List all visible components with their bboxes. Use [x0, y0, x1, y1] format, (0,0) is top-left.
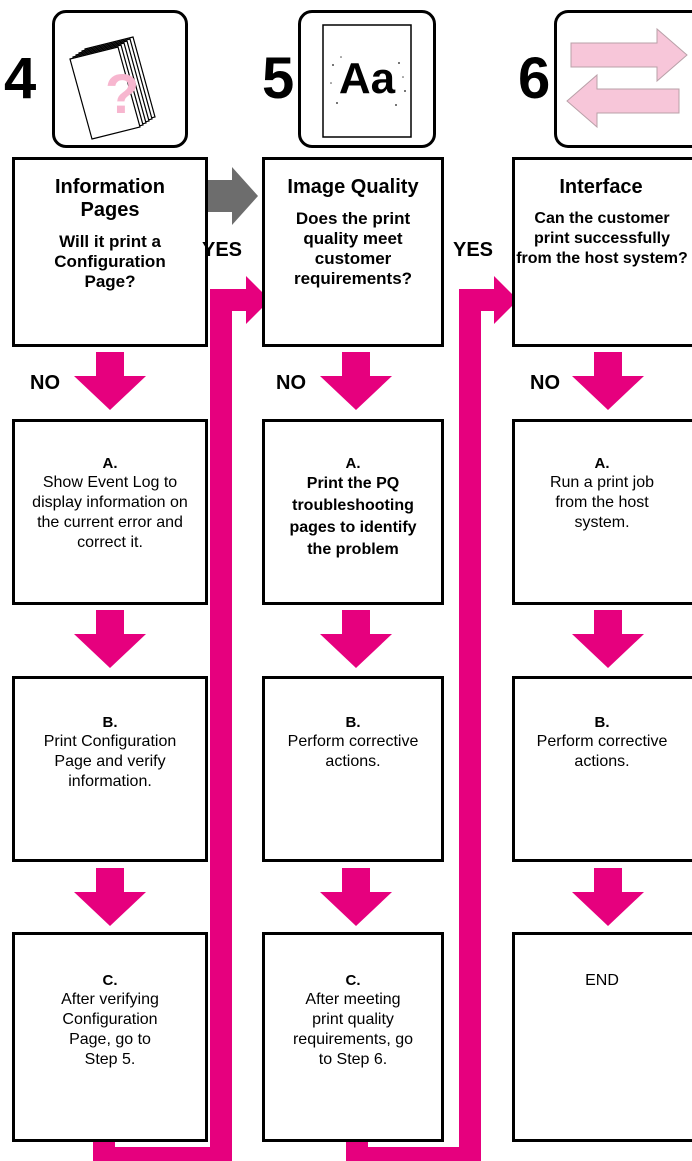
step5-title: Image Quality — [287, 176, 419, 198]
step4-action-b: B. Print Configuration Page and verify i… — [12, 676, 208, 862]
step4-header-box: Information Pages Will it print a Config… — [12, 157, 208, 347]
step6-action-b-text: Perform corrective actions. — [536, 733, 668, 770]
no-label-step5: NO — [276, 372, 306, 394]
step6-question: Can the customer print successfully from… — [516, 210, 688, 267]
step4-action-a-letter: A. — [102, 455, 118, 472]
step6-action-b-letter: B. — [594, 714, 610, 731]
yes-arrowhead-step6 — [494, 276, 518, 324]
step5-action-c-text: After meeting print quality requirements… — [292, 991, 414, 1068]
svg-text:?: ? — [105, 62, 139, 125]
step6-action-a-text: Run a print job from the host system. — [549, 474, 655, 531]
step-number-5: 5 — [262, 46, 295, 111]
step-number-4: 4 — [4, 46, 37, 111]
step5-action-b: B. Perform corrective actions. — [262, 676, 444, 862]
step5-header-box: Image Quality Does the print quality mee… — [262, 157, 444, 347]
step5-action-a: A. Print the PQ troubleshooting pages to… — [262, 419, 444, 605]
step-number-6: 6 — [518, 46, 551, 111]
yes-arrowhead-step5 — [246, 276, 270, 324]
yes-label-step5: YES — [453, 239, 494, 261]
step6-title: Interface — [559, 176, 643, 198]
step4-question: Will it print a Configuration Page? — [54, 232, 166, 291]
step6-header-box: Interface Can the customer print success… — [512, 157, 692, 347]
yes-label-step4: YES — [202, 239, 243, 261]
step4-action-a: A. Show Event Log to display information… — [12, 419, 208, 605]
step4-action-b-text: Print Configuration Page and verify info… — [43, 733, 177, 790]
step6-end-text: END — [585, 972, 619, 989]
step4-action-c: C. After verifying Configuration Page, g… — [12, 932, 208, 1142]
image-quality-aa-icon: Aa — [298, 10, 436, 148]
step4-action-c-text: After verifying Configuration Page, go t… — [61, 991, 159, 1068]
gray-arrow — [207, 167, 258, 225]
step6-end-box: END — [512, 932, 692, 1142]
svg-text:Aa: Aa — [339, 54, 396, 103]
step6-action-b: B. Perform corrective actions. — [512, 676, 692, 862]
step5-action-a-letter: A. — [345, 455, 361, 472]
step4-action-b-letter: B. — [102, 714, 118, 731]
step6-action-a: A. Run a print job from the host system. — [512, 419, 692, 605]
step4-title: Information Pages — [55, 176, 165, 221]
step6-action-a-letter: A. — [594, 455, 610, 472]
step5-action-b-text: Perform corrective actions. — [287, 733, 419, 770]
no-label-step6: NO — [530, 372, 560, 394]
step5-action-c-letter: C. — [345, 972, 361, 989]
yes-loop-step4-to-step5 — [93, 289, 246, 1161]
step5-action-a-text: Print the PQ troubleshooting pages to id… — [289, 475, 417, 558]
interface-arrows-icon — [554, 10, 692, 148]
step5-action-b-letter: B. — [345, 714, 361, 731]
step4-action-a-text: Show Event Log to display information on… — [32, 474, 188, 551]
step4-action-c-letter: C. — [102, 972, 118, 989]
no-label-step4: NO — [30, 372, 60, 394]
step5-action-c: C. After meeting print quality requireme… — [262, 932, 444, 1142]
config-pages-question-icon: ? — [52, 10, 188, 148]
yes-loop-step5-to-step6 — [346, 289, 494, 1161]
step5-question: Does the print quality meet customer req… — [293, 209, 413, 288]
